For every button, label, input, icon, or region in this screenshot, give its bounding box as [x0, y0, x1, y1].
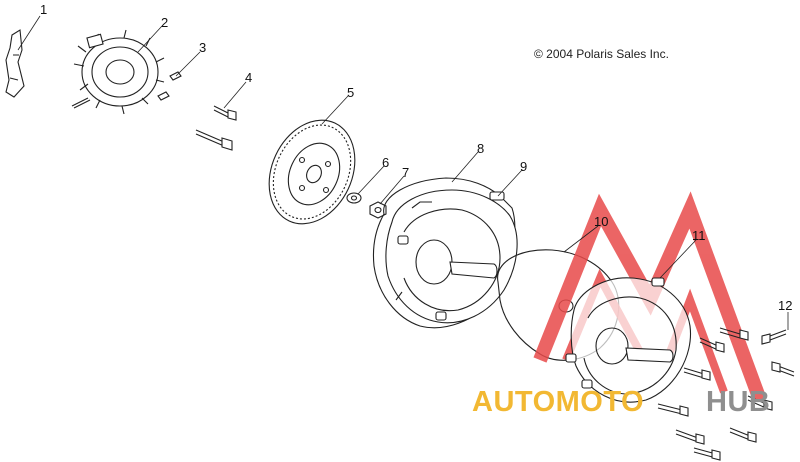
callout-2: 2 — [161, 15, 168, 30]
callout-4: 4 — [245, 70, 252, 85]
part-9-stator-cover — [385, 189, 518, 324]
part-4-bolts — [195, 105, 237, 151]
callout-3: 3 — [199, 40, 206, 55]
part-7-nut — [369, 201, 387, 219]
callout-1: 1 — [40, 2, 47, 17]
leader-lines — [17, 15, 789, 330]
part-11-outer-cover — [565, 277, 692, 403]
callout-5: 5 — [347, 85, 354, 100]
callout-9: 9 — [520, 159, 527, 174]
callout-11: 11 — [692, 228, 706, 243]
copyright-text: © 2004 Polaris Sales Inc. — [534, 47, 669, 61]
part-6-washer — [346, 192, 362, 204]
callout-12: 12 — [778, 298, 792, 313]
watermark-text-automoto: AUTOMOTO — [472, 386, 644, 418]
watermark-text-hub: HUB — [706, 386, 770, 418]
callout-7: 7 — [402, 165, 409, 180]
callout-10: 10 — [594, 214, 608, 229]
part-12-bolts — [657, 327, 795, 461]
part-3-screws — [157, 71, 182, 101]
part-2-stator — [71, 29, 165, 115]
callout-6: 6 — [382, 155, 389, 170]
part-1-bracket — [5, 29, 25, 98]
part-5-flywheel — [268, 119, 356, 225]
callout-8: 8 — [477, 141, 484, 156]
